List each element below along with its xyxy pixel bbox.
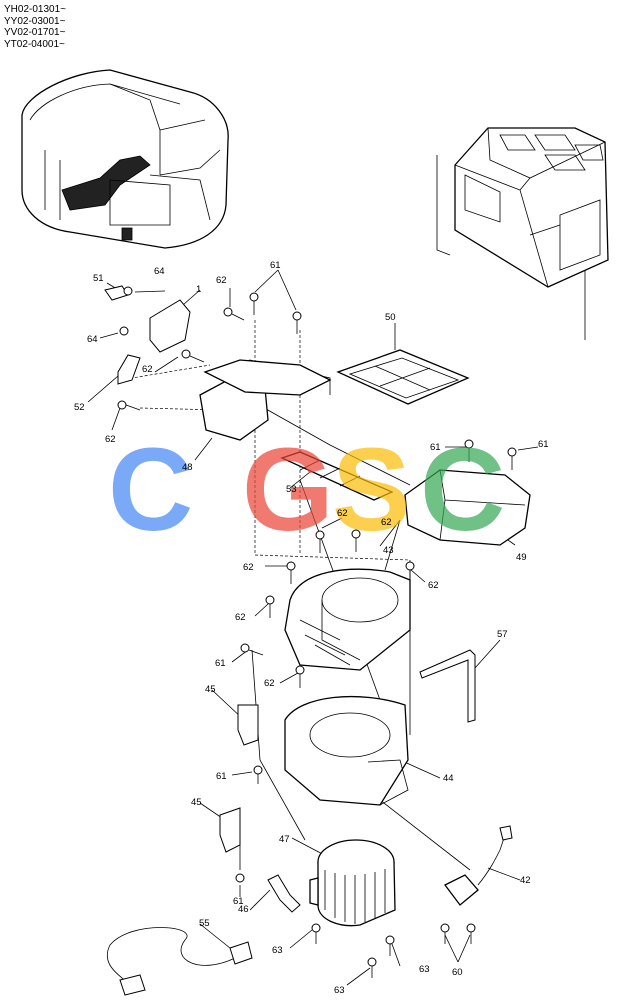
callout-61: 61 bbox=[233, 896, 244, 907]
callout-62: 62 bbox=[142, 364, 153, 375]
callout-60: 60 bbox=[452, 967, 463, 978]
screw bbox=[117, 400, 141, 411]
watermark-letter: C bbox=[108, 424, 193, 556]
screw bbox=[235, 873, 245, 883]
watermark-letter: G bbox=[242, 424, 334, 556]
screw bbox=[466, 923, 476, 944]
screw bbox=[385, 935, 395, 956]
screw bbox=[253, 765, 263, 784]
part-43-scroll-housing bbox=[284, 568, 411, 671]
part-47-blower-motor bbox=[309, 839, 396, 927]
screw bbox=[265, 595, 275, 618]
watermark: C G S C bbox=[108, 424, 505, 556]
screw bbox=[405, 561, 415, 584]
part-57-seal-strip bbox=[419, 649, 476, 723]
callout-46: 46 bbox=[238, 904, 249, 915]
callout-labels: 51 64 1 62 61 64 62 52 62 50 48 61 61 53… bbox=[74, 260, 549, 996]
screw bbox=[123, 286, 133, 296]
part-52-clip bbox=[117, 354, 141, 385]
part-1-bracket bbox=[149, 299, 191, 353]
part-49-housing bbox=[404, 469, 531, 546]
callout-64: 64 bbox=[87, 334, 98, 345]
serial-line: YV02-01701~ bbox=[4, 27, 66, 38]
callout-1: 1 bbox=[196, 284, 201, 295]
screw bbox=[249, 292, 259, 315]
screw bbox=[223, 307, 245, 321]
callout-52: 52 bbox=[74, 402, 85, 413]
callout-62: 62 bbox=[105, 434, 116, 445]
ac-unit-inset-illustration bbox=[436, 127, 609, 340]
callout-62: 62 bbox=[428, 580, 439, 591]
callout-43: 43 bbox=[383, 545, 394, 556]
callout-48: 48 bbox=[182, 462, 193, 473]
callout-61: 61 bbox=[538, 439, 549, 450]
screw bbox=[440, 923, 450, 944]
part-42-resistor bbox=[444, 825, 513, 906]
screw bbox=[507, 447, 517, 470]
watermark-letter: C bbox=[420, 424, 505, 556]
screw bbox=[351, 529, 361, 552]
callout-51: 51 bbox=[93, 273, 104, 284]
callout-62: 62 bbox=[381, 517, 392, 528]
screw bbox=[295, 665, 305, 688]
part-44-lower-housing bbox=[284, 696, 409, 806]
callout-44: 44 bbox=[443, 773, 454, 784]
callout-62: 62 bbox=[216, 275, 227, 286]
screw bbox=[464, 439, 474, 462]
callout-61: 61 bbox=[216, 771, 227, 782]
callout-45: 45 bbox=[205, 684, 216, 695]
part-45-bracket-upper bbox=[237, 704, 259, 746]
fastener-screws bbox=[117, 286, 517, 978]
callout-62: 62 bbox=[235, 612, 246, 623]
callout-53: 53 bbox=[286, 484, 297, 495]
screw bbox=[311, 923, 321, 944]
callout-55: 55 bbox=[199, 918, 210, 929]
callout-45: 45 bbox=[191, 797, 202, 808]
callout-63: 63 bbox=[419, 964, 430, 975]
screw bbox=[315, 530, 325, 553]
watermark-letter: S bbox=[332, 424, 411, 556]
serial-line: YH02-01301~ bbox=[4, 4, 66, 15]
callout-62: 62 bbox=[243, 562, 254, 573]
callout-63: 63 bbox=[272, 945, 283, 956]
serial-line: YY02-03001~ bbox=[4, 15, 66, 27]
callout-61: 61 bbox=[270, 260, 281, 271]
callout-47: 47 bbox=[279, 834, 290, 845]
callout-63: 63 bbox=[334, 985, 345, 996]
cab-overview-illustration bbox=[21, 69, 229, 249]
screw bbox=[181, 349, 205, 363]
callout-42: 42 bbox=[520, 875, 531, 886]
callout-62: 62 bbox=[264, 678, 275, 689]
callout-61: 61 bbox=[430, 442, 441, 453]
callout-64: 64 bbox=[154, 266, 165, 277]
part-48-upper-duct bbox=[203, 359, 332, 396]
callout-62: 62 bbox=[337, 508, 348, 519]
callout-57: 57 bbox=[497, 629, 508, 640]
serial-number-header: YH02-01301~ YY02-03001~ YV02-01701~ YT02… bbox=[4, 4, 66, 50]
callout-61: 61 bbox=[215, 658, 226, 669]
part-55-harness bbox=[107, 927, 253, 996]
part-45-bracket-lower bbox=[219, 807, 241, 853]
part-50-filter-frame bbox=[336, 349, 470, 405]
part-53-filter-element bbox=[280, 451, 394, 501]
screw bbox=[286, 561, 296, 584]
callout-50: 50 bbox=[385, 312, 396, 323]
serial-line: YT02-04001~ bbox=[4, 38, 65, 50]
screw bbox=[292, 311, 302, 334]
screw bbox=[367, 957, 377, 978]
part-46-hose bbox=[267, 874, 301, 913]
callout-49: 49 bbox=[516, 552, 527, 563]
screw bbox=[240, 643, 264, 656]
screw bbox=[119, 326, 129, 336]
